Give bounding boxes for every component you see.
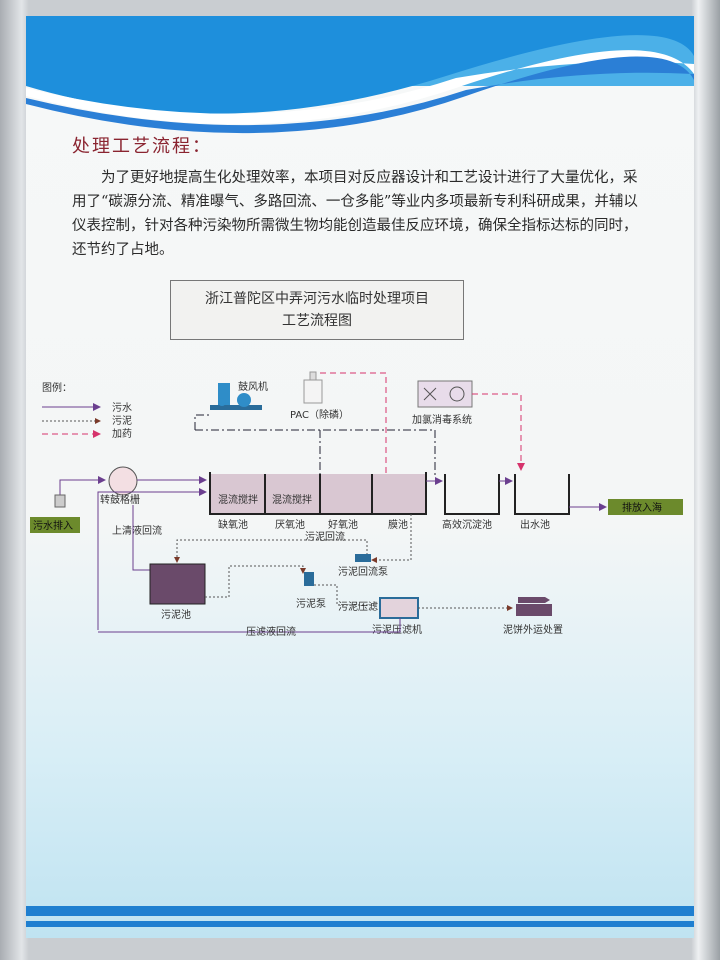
diagram-title: 浙江普陀区中弄河污水临时处理项目: [205, 291, 429, 307]
sludge-pump-label: 污泥泵: [296, 597, 326, 610]
sludge-return-pump-label: 污泥回流泵: [338, 565, 388, 578]
pac-dosing-line: [320, 372, 390, 483]
sludge-waste-line: [174, 539, 368, 563]
air-line: [194, 414, 436, 478]
submersible-pump-icon: [54, 494, 66, 508]
return-inlet-line: [97, 488, 207, 630]
drum-screen-label: 转鼓格栅: [100, 493, 140, 506]
pac-tank-icon: [303, 371, 323, 404]
sedimentation-tank-label: 高效沉淀池: [442, 518, 492, 531]
filtrate-return-label: 压滤液回流: [246, 625, 296, 638]
legend: 图例： 污水 污泥 加药: [42, 381, 132, 440]
diagram-title-box: 浙江普陀区中弄河污水临时处理项目 工艺流程图: [170, 280, 464, 340]
legend-sludge-label: 污泥: [112, 414, 132, 427]
pac-label: PAC（除磷）: [290, 408, 349, 421]
legend-dosing-label: 加药: [112, 428, 132, 440]
truck-icon: [516, 597, 552, 616]
mixer-label-2: 混流搅拌: [272, 493, 312, 506]
effluent-tank-label: 出水池: [520, 518, 550, 531]
sludge-return-pump-icon: [355, 554, 371, 562]
chlorine-dosing-line: [472, 393, 525, 471]
supernatant-return-label: 上清液回流: [112, 524, 162, 537]
sludge-tank: [149, 563, 206, 605]
outlet-label: 排放入海: [622, 501, 662, 514]
sludge-to-pump-line: [205, 565, 306, 598]
inlet-badge: [30, 517, 80, 533]
pump-to-press-line: [314, 584, 378, 606]
sludge-return-label: 污泥回流: [305, 530, 345, 543]
legend-sewage-label: 污水: [112, 402, 132, 414]
cake-disposal-label: 泥饼外运处置: [503, 623, 563, 636]
blower-icon: [210, 383, 262, 410]
sludge-return-line: [371, 514, 412, 563]
description-paragraph: 为了更好地提高生化处理效率，本项目对反应器设计和工艺设计进行了大量优化，采用了“…: [72, 170, 638, 258]
anoxic-tank-label: 缺氧池: [218, 518, 248, 531]
drum-screen-icon: [108, 466, 138, 496]
anaerobic-tank-label: 厌氧池: [275, 518, 305, 531]
legend-title: 图例：: [42, 381, 72, 394]
sedimentation-tank: [444, 474, 500, 515]
membrane-tank-label: 膜池: [388, 518, 408, 531]
decorative-waves: [26, 16, 694, 927]
blower-label: 鼓风机: [238, 380, 268, 393]
diagram-subtitle: 工艺流程图: [282, 313, 352, 329]
sludge-pump-icon: [304, 572, 314, 586]
chlorine-label: 加氯消毒系统: [412, 413, 472, 426]
bioreactor-tanks: [209, 472, 427, 515]
effluent-tank: [514, 474, 570, 515]
outlet-badge: [608, 499, 683, 515]
chlorine-system-icon: [417, 380, 473, 408]
sludge-tank-label: 污泥池: [161, 608, 191, 621]
filtrate-return-line: [98, 618, 401, 633]
filter-press-label: 污泥压滤机: [372, 623, 422, 636]
section-heading: 处理工艺流程：: [72, 136, 212, 157]
filter-press-icon: [379, 597, 419, 619]
inlet-line: [59, 476, 106, 498]
inlet-label: 污水排入: [33, 519, 73, 532]
sludge-press-line-label: 污泥压滤: [338, 600, 378, 613]
mixer-label-1: 混流搅拌: [218, 493, 258, 506]
aerobic-tank-label: 好氧池: [328, 518, 358, 531]
supernatant-return-line: [132, 505, 150, 571]
